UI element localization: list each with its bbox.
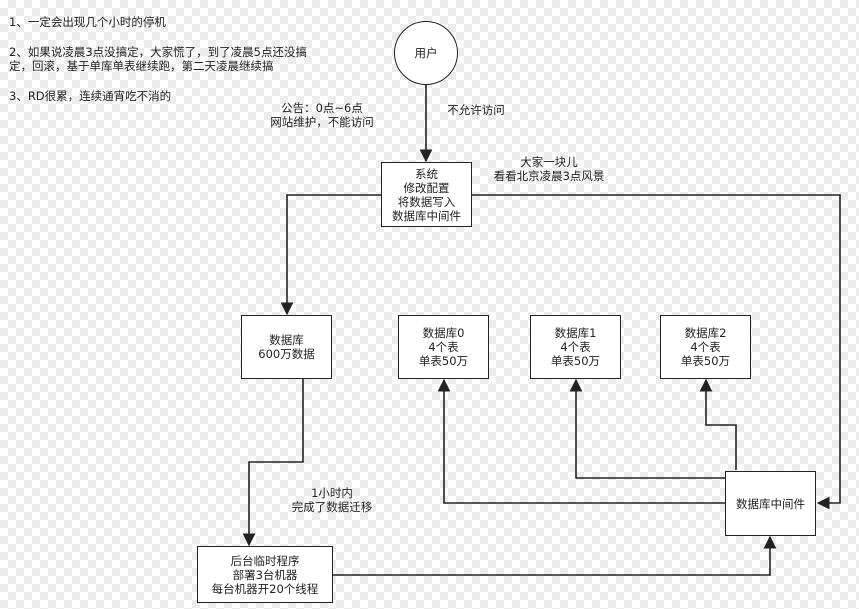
db1-line-1: 数据库1 [554,326,597,340]
edge-migration-to-middleware [332,535,777,576]
label-no-access: 不允许访问 [447,103,505,117]
edge-middleware-to-db1 [569,378,726,479]
db0-line-3: 单表50万 [418,354,469,368]
db2-line-3: 单表50万 [680,354,731,368]
edge-system-to-single-db [280,194,382,316]
label-together-line1: 大家一块儿 [520,155,578,169]
system-line-1: 系统 [415,166,438,181]
db0-node: 数据库0 4个表 单表50万 [398,315,489,379]
single-db-line-1: 数据库 [269,333,304,347]
edge-system-to-middleware [471,194,841,510]
db1-line-2: 4个表 [560,340,591,354]
edge-middleware-to-db0 [437,378,726,504]
note-rollback: 2、如果说凌晨3点没搞定，大家慌了，到了凌晨5点还没搞 定，回滚，基于单库单表继… [9,45,307,73]
label-together: 大家一块儿 看看北京凌晨3点风景 [494,155,605,183]
migration-line-3: 每台机器开20个线程 [211,581,319,596]
migration-line-2: 部署3台机器 [232,567,298,582]
migration-node: 后台临时程序 部署3台机器 每台机器开20个线程 [197,546,333,603]
db2-line-2: 4个表 [690,340,721,354]
db1-line-3: 单表50万 [550,354,601,368]
system-line-2: 修改配置 [403,180,450,195]
single-db-node: 数据库 600万数据 [241,315,332,379]
db1-node: 数据库1 4个表 单表50万 [530,315,621,379]
note-downtime: 1、一定会出现几个小时的停机 [9,15,166,29]
label-within-hour-line1: 1小时内 [311,486,353,500]
system-line-3: 将数据写入 [397,194,456,209]
db2-node: 数据库2 4个表 单表50万 [660,315,751,379]
system-node: 系统 修改配置 将数据写入 数据库中间件 [381,162,472,227]
user-node: 用户 [394,21,458,85]
migration-line-1: 后台临时程序 [230,553,300,568]
label-together-line2: 看看北京凌晨3点风景 [493,169,605,183]
label-notice: 公告：0点~6点 网站维护，不能访问 [270,101,374,129]
label-notice-line1: 公告：0点~6点 [281,101,363,115]
note-rd-tired: 3、RD很累，连续通宵吃不消的 [9,89,172,103]
edge-middleware-to-db2 [699,378,737,470]
middleware-node: 数据库中间件 [725,471,816,536]
edge-single-db-to-migration [242,379,304,547]
db0-line-1: 数据库0 [422,326,465,340]
label-notice-line2: 网站维护，不能访问 [270,115,374,129]
user-node-label: 用户 [414,46,438,60]
system-line-4: 数据库中间件 [392,208,461,223]
label-within-hour-line2: 完成了数据迁移 [291,500,373,514]
middleware-label: 数据库中间件 [736,496,805,511]
note-rollback-line1: 2、如果说凌晨3点没搞定，大家慌了，到了凌晨5点还没搞 [9,45,307,59]
db2-line-1: 数据库2 [684,326,727,340]
label-within-hour: 1小时内 完成了数据迁移 [292,486,373,514]
db0-line-2: 4个表 [428,340,459,354]
single-db-line-2: 600万数据 [258,347,315,361]
note-rollback-line2: 定，回滚，基于单库单表继续跑，第二天凌晨继续搞 [9,59,274,73]
